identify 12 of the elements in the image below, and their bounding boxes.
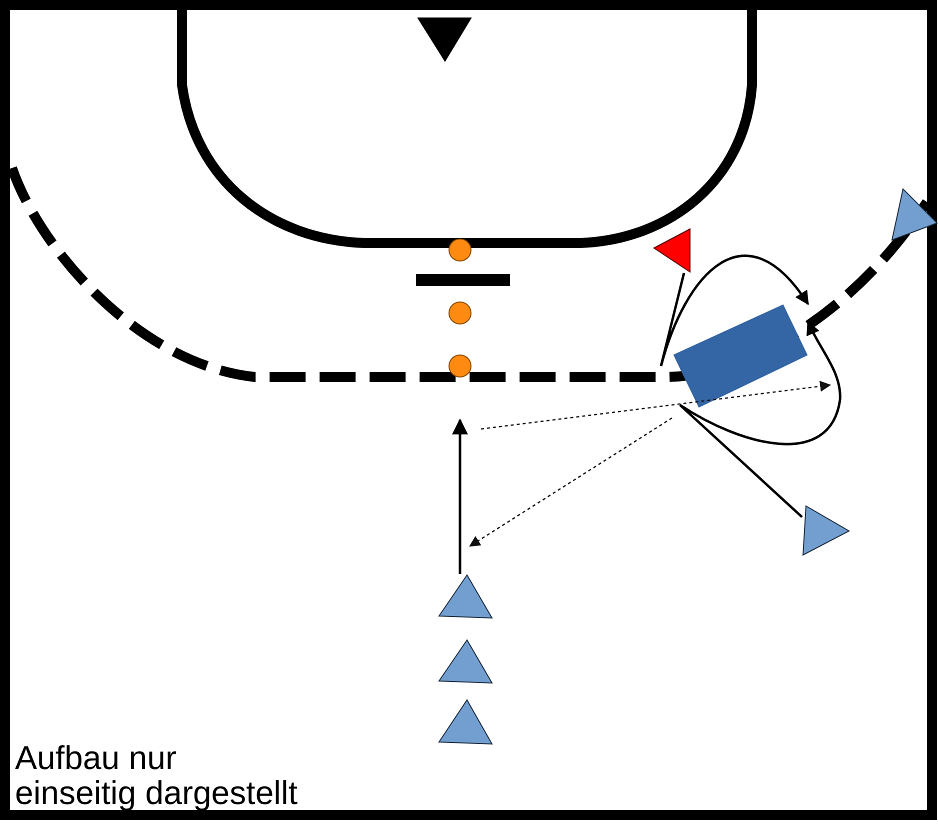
- note-text: Aufbau nur einseitig dargestellt: [15, 740, 298, 810]
- player-marker: [438, 639, 493, 684]
- player-marker: [438, 574, 493, 619]
- arrow: [678, 320, 842, 518]
- arrow: [452, 418, 468, 574]
- player-marker: [891, 188, 938, 241]
- defender-marker: [653, 228, 691, 273]
- player-marker: [802, 505, 850, 556]
- player-marker: [438, 699, 493, 745]
- goalkeeper-marker: [417, 17, 472, 62]
- mat-block: [673, 304, 808, 408]
- arrow: [660, 254, 809, 368]
